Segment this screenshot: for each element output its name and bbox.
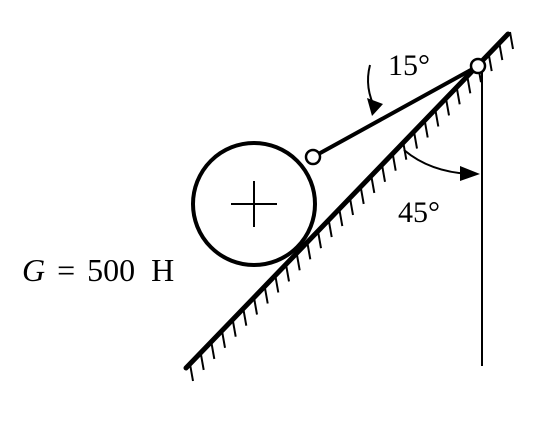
- hatch-tick: [391, 153, 397, 171]
- hatch-tick: [274, 275, 280, 293]
- hatch-tick: [509, 31, 514, 50]
- hatch-tick: [349, 197, 354, 216]
- hatch-tick: [370, 175, 376, 194]
- angle-arrow-45: [460, 166, 480, 181]
- hatch-tick: [455, 87, 461, 105]
- hatch-tick: [199, 352, 205, 371]
- hatch-tick: [327, 219, 333, 238]
- anchor-pin: [469, 57, 487, 75]
- hatch-tick: [338, 208, 344, 227]
- incline-surface: [183, 31, 511, 371]
- ball-attachment-pin: [304, 148, 322, 166]
- hatch-tick: [381, 164, 386, 182]
- hatch-tick: [498, 42, 504, 61]
- hatch-tick: [242, 308, 248, 326]
- hatch-tick: [317, 231, 322, 249]
- hatch-tick: [466, 76, 472, 94]
- load-value: 500: [87, 252, 135, 288]
- angle-label-rope: 15°: [388, 49, 430, 82]
- load-unit: H: [151, 252, 174, 288]
- hatch-tick: [413, 131, 418, 149]
- hatch-tick: [423, 120, 429, 138]
- hatch-tick: [253, 297, 258, 315]
- load-symbol: G: [22, 252, 45, 288]
- angle-arrow-15: [367, 98, 383, 116]
- angle-label-incline: 45°: [398, 196, 440, 229]
- hatch-tick: [359, 186, 365, 205]
- load-label: G = 500 H: [22, 252, 174, 288]
- hatch-tick: [445, 98, 450, 116]
- hatch-tick: [295, 253, 301, 271]
- hatch-tick: [221, 330, 226, 348]
- load-equals: =: [57, 252, 75, 288]
- hatch-tick: [189, 363, 194, 382]
- hatch-tick: [210, 341, 216, 360]
- hatch-tick: [285, 264, 290, 282]
- rope: [311, 64, 480, 159]
- hatch-tick: [263, 286, 269, 304]
- ball-centre-cross: [231, 181, 277, 227]
- hatch-tick: [306, 242, 312, 260]
- hatch-tick: [487, 53, 493, 72]
- hatch-tick: [434, 109, 440, 127]
- incline-hatching: [189, 31, 514, 382]
- hatch-tick: [231, 319, 237, 337]
